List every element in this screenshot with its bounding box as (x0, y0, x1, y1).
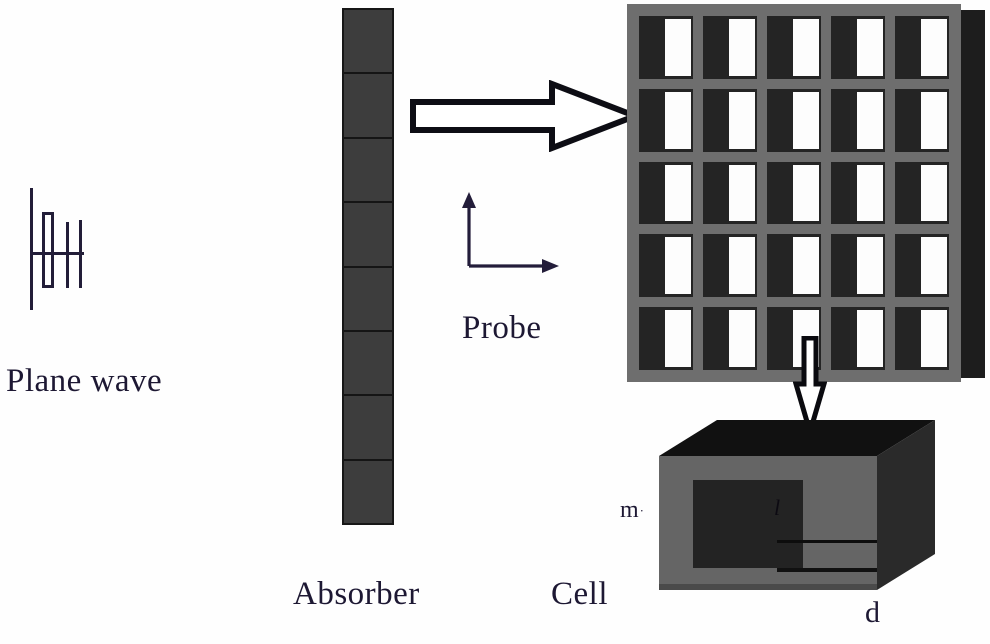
array-cell-slot (729, 19, 755, 76)
antenna-crossbar-line (30, 252, 84, 255)
array-cell (639, 88, 693, 152)
array-cell (703, 16, 757, 79)
array-cell-slot (921, 19, 947, 76)
array-cell (895, 88, 949, 152)
cube-top-face (659, 420, 935, 456)
array-front-face (627, 4, 961, 382)
array-cell (831, 16, 885, 79)
absorber-segment (344, 396, 392, 461)
cube-front-bottom-shade (659, 584, 877, 590)
array-cell-slot (793, 19, 819, 76)
dimension-label-m: m· (620, 498, 644, 522)
propagation-arrow (410, 79, 644, 153)
unit-cell-cube (655, 418, 935, 590)
array-cell (895, 16, 949, 79)
array-cell-slot (793, 91, 819, 149)
array-cell (703, 161, 757, 225)
array-cell-slot (921, 237, 947, 295)
array-cell-slot (729, 91, 755, 149)
array-cell (639, 161, 693, 225)
array-cell-slot (729, 310, 755, 367)
cube-front-aperture (693, 480, 803, 568)
antenna-mast-line (30, 188, 33, 310)
dimension-label-d: d (865, 596, 880, 629)
absorber-label: Absorber (293, 576, 420, 612)
array-cell (831, 307, 885, 370)
array-cell-slot (857, 310, 883, 367)
cube-inner-ledge (777, 568, 877, 572)
array-cell (767, 234, 821, 298)
absorber-segment (344, 138, 392, 204)
cube-inner-ledge-upper (777, 540, 877, 543)
plane-wave-label: Plane wave (6, 363, 163, 399)
array-cell-slot (857, 19, 883, 76)
dimension-label-m-text: m (620, 497, 639, 523)
absorber-segment (344, 203, 392, 268)
array-cell-slot (921, 164, 947, 222)
cell-callout-arrow (792, 335, 828, 441)
array-cell-slot (665, 164, 691, 222)
array-cell (895, 234, 949, 298)
dimension-label-l: l (774, 495, 781, 520)
absorber-segment (344, 267, 392, 332)
absorber-stack (342, 8, 394, 525)
probe-coordinate-axes (455, 190, 565, 280)
absorber-segment (344, 74, 392, 139)
array-cell-slot (665, 237, 691, 295)
array-cell (639, 234, 693, 298)
array-cell-slot (665, 310, 691, 367)
array-cell-slot (857, 164, 883, 222)
antenna-loop-element (42, 212, 54, 288)
array-cell (831, 234, 885, 298)
array-cell (639, 16, 693, 79)
probe-label: Probe (462, 310, 542, 346)
plane-wave-antenna-symbol (22, 188, 102, 310)
array-cell (703, 307, 757, 370)
array-cell-slot (921, 310, 947, 367)
array-side-edge (959, 10, 985, 378)
array-cell (703, 88, 757, 152)
array-cell (703, 234, 757, 298)
array-cell (831, 161, 885, 225)
absorber-segment (344, 460, 392, 523)
array-cell-slot (857, 91, 883, 149)
absorber-segment (344, 10, 392, 75)
array-cell (767, 161, 821, 225)
array-cell-slot (793, 164, 819, 222)
array-cell (767, 88, 821, 152)
cube-side-face (877, 420, 935, 590)
array-cell-slot (729, 164, 755, 222)
array-cell-slot (921, 91, 947, 149)
antenna-element-two (79, 220, 82, 288)
array-cell-slot (665, 91, 691, 149)
array-cell (895, 307, 949, 370)
antenna-element-one (66, 222, 69, 288)
dimension-label-m-dot: · (639, 503, 645, 518)
array-cell (831, 88, 885, 152)
array-cell-slot (793, 237, 819, 295)
array-cell-slot (857, 237, 883, 295)
array-cell (767, 16, 821, 79)
absorber-segment (344, 331, 392, 397)
array-cell-slot (729, 237, 755, 295)
array-cell-slot (665, 19, 691, 76)
array-cell (895, 161, 949, 225)
array-cell (639, 307, 693, 370)
metamaterial-array-panel (627, 4, 985, 384)
cell-label: Cell (551, 576, 608, 612)
